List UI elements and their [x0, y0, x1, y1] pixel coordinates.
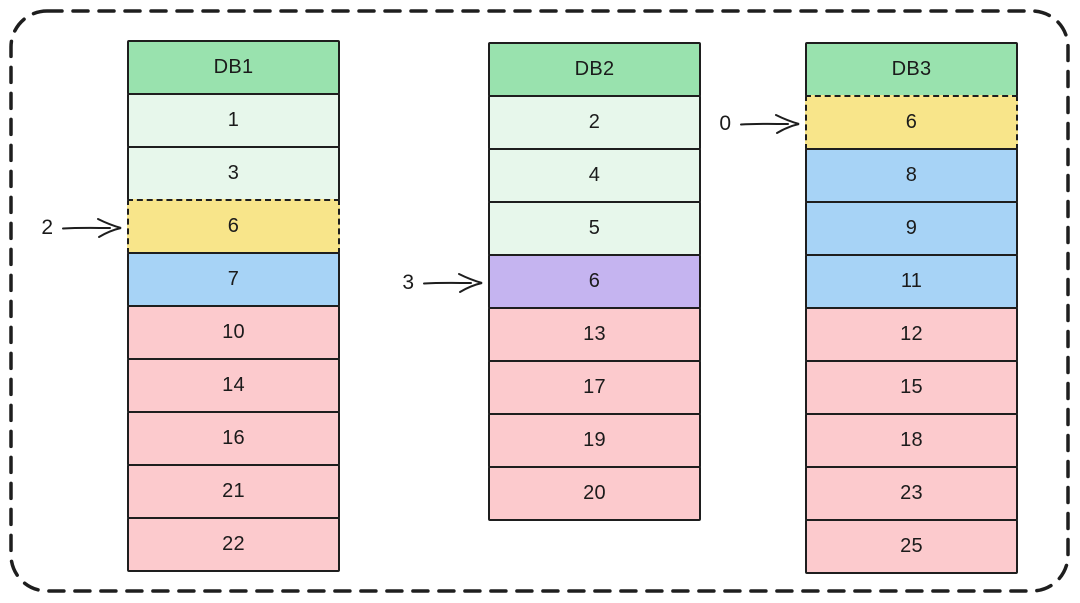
db-cell: 19	[488, 413, 701, 468]
db-cell: 6	[488, 254, 701, 309]
db-cell: 25	[805, 519, 1018, 574]
db-cell: 6	[127, 199, 340, 254]
db-cell: 15	[805, 360, 1018, 415]
db-cell: 14	[127, 358, 340, 413]
column-header: DB3	[805, 42, 1018, 97]
column-header: DB1	[127, 40, 340, 95]
pointer-label: 2	[41, 216, 53, 239]
db-cell: 3	[127, 146, 340, 201]
pointer-db2: 3	[402, 270, 485, 296]
db-cell: 2	[488, 95, 701, 150]
arrow-right-icon	[423, 272, 483, 293]
db-cell: 17	[488, 360, 701, 415]
db-cell: 9	[805, 201, 1018, 256]
column-header: DB2	[488, 42, 701, 97]
db-cell: 11	[805, 254, 1018, 309]
db-cell: 21	[127, 464, 340, 519]
db-cell: 18	[805, 413, 1018, 468]
db-cell: 20	[488, 466, 701, 521]
db-cell: 6	[805, 95, 1018, 150]
db-cell: 7	[127, 252, 340, 307]
db-cell: 23	[805, 466, 1018, 521]
pointer-label: 3	[402, 271, 414, 294]
db-cell: 16	[127, 411, 340, 466]
db-cell: 4	[488, 148, 701, 203]
pointer-db1: 2	[41, 215, 124, 241]
pointer-label: 0	[719, 112, 731, 135]
db-cell: 1	[127, 93, 340, 148]
arrow-right-icon	[62, 217, 122, 238]
db-cell: 13	[488, 307, 701, 362]
db-cell: 12	[805, 307, 1018, 362]
db-cell: 8	[805, 148, 1018, 203]
db-cell: 10	[127, 305, 340, 360]
arrow-right-icon	[740, 113, 800, 134]
db-cell: 22	[127, 517, 340, 572]
db-cell: 5	[488, 201, 701, 256]
pointer-db3: 0	[719, 111, 802, 137]
